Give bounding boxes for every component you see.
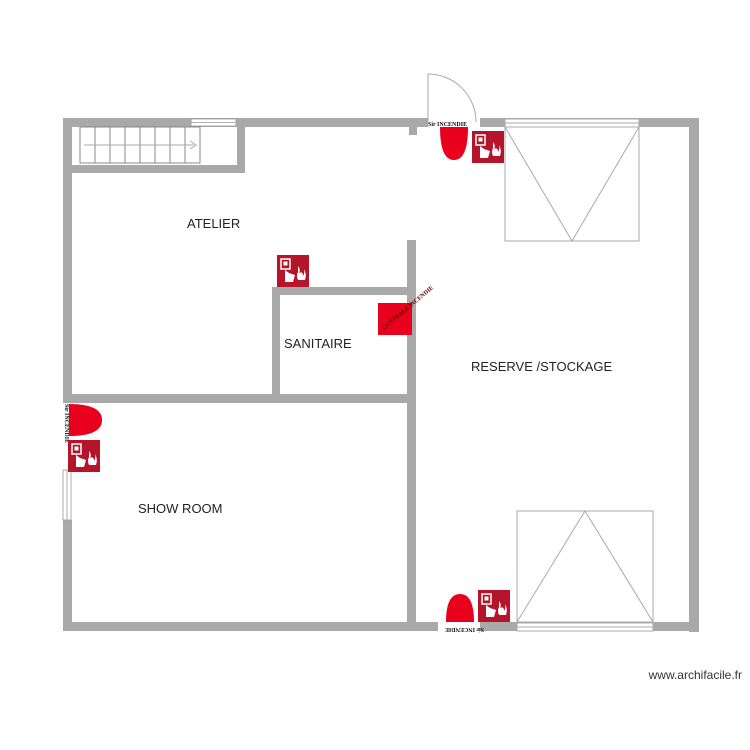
manual-call-point-icon bbox=[477, 589, 511, 623]
window-left bbox=[62, 469, 72, 521]
room-label-atelier: ATELIER bbox=[187, 216, 240, 231]
exit-label-top: Sir INCENDIE bbox=[428, 122, 467, 128]
wall-top-left bbox=[63, 118, 428, 127]
fire-exit-icon bbox=[440, 127, 468, 160]
door-top bbox=[427, 73, 477, 123]
wall-left-upper bbox=[63, 118, 72, 403]
wall-center-vertical bbox=[407, 240, 416, 630]
manual-call-point-icon bbox=[67, 439, 101, 473]
wall-right bbox=[689, 118, 699, 632]
walls bbox=[63, 118, 699, 632]
wall-sanitaire-top bbox=[272, 287, 412, 295]
exit-sign-left: Sir INCENDIE bbox=[63, 404, 102, 443]
room-label-showroom: SHOW ROOM bbox=[138, 501, 223, 516]
wall-bottom-left bbox=[63, 622, 438, 631]
room-label-sanitaire: SANITAIRE bbox=[284, 336, 352, 351]
wall-stub bbox=[409, 127, 417, 135]
garage-door-bottom bbox=[516, 510, 654, 632]
exit-label-bottom: Sir INCENDIE bbox=[445, 626, 484, 632]
room-label-reserve: RESERVE /STOCKAGE bbox=[471, 359, 612, 374]
exit-sign-top: Sir INCENDIE bbox=[428, 122, 468, 160]
exit-sign-bottom: Sir INCENDIE bbox=[445, 594, 484, 632]
staircase bbox=[79, 126, 201, 164]
window-top bbox=[190, 118, 237, 127]
wall-stair-right bbox=[237, 118, 245, 173]
manual-call-point-icon bbox=[276, 254, 310, 288]
wall-showroom-top bbox=[63, 394, 416, 403]
fire-exit-icon bbox=[446, 594, 474, 622]
fire-exit-icon bbox=[69, 404, 102, 436]
wall-left-lower bbox=[63, 520, 72, 631]
wall-stair-bottom bbox=[72, 165, 245, 173]
garage-door-top bbox=[504, 118, 640, 242]
wall-sanitaire-left bbox=[272, 287, 280, 397]
exit-label-left: Sir INCENDIE bbox=[63, 404, 69, 443]
manual-call-point-icon bbox=[471, 130, 505, 164]
watermark: www.archifacile.fr bbox=[648, 668, 742, 682]
